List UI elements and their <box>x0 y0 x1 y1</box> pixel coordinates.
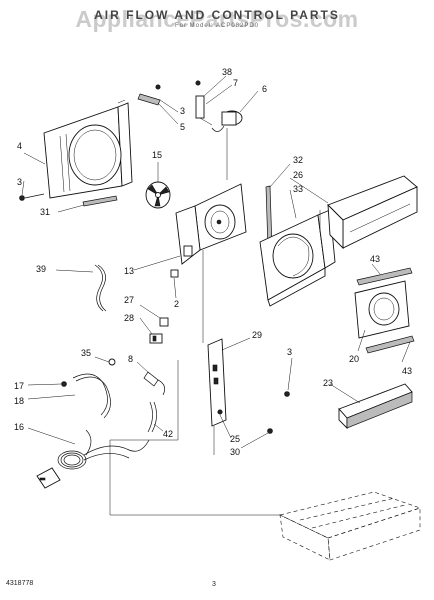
fan-shroud-part[interactable] <box>175 183 247 265</box>
callout-39[interactable]: 39 <box>36 264 46 274</box>
foam-strip-lower-part[interactable] <box>365 335 415 354</box>
callout-7[interactable]: 7 <box>233 78 238 88</box>
base-channel-part[interactable] <box>338 383 413 430</box>
callout-4[interactable]: 4 <box>17 141 22 151</box>
callout-16[interactable]: 16 <box>14 422 24 432</box>
callout-42[interactable]: 42 <box>163 429 173 439</box>
lead-wire-part[interactable] <box>72 373 111 419</box>
clip-35-part[interactable] <box>108 358 116 366</box>
callout-8[interactable]: 8 <box>128 354 133 364</box>
clip-part[interactable] <box>170 269 179 278</box>
screw-part[interactable] <box>19 193 45 201</box>
callout-43-upper[interactable]: 43 <box>370 254 380 264</box>
callout-18[interactable]: 18 <box>14 396 24 406</box>
callout-28[interactable]: 28 <box>124 313 134 323</box>
base-pan-reference <box>279 491 421 561</box>
capacitor-part[interactable] <box>211 110 243 132</box>
callout-2[interactable]: 2 <box>174 299 179 309</box>
callout-25[interactable]: 25 <box>230 434 240 444</box>
callout-5[interactable]: 5 <box>180 122 185 132</box>
callout-30[interactable]: 30 <box>230 447 240 457</box>
control-wiring-part[interactable] <box>147 401 157 433</box>
switch-part[interactable] <box>195 80 213 126</box>
callout-26[interactable]: 26 <box>293 170 303 180</box>
callout-3[interactable]: 3 <box>180 106 185 116</box>
callout-33[interactable]: 33 <box>293 184 303 194</box>
assembly-reference-lines <box>109 99 321 516</box>
screw-30-part[interactable] <box>267 428 273 434</box>
thermistor-part[interactable] <box>143 371 165 396</box>
orifice-panel-part[interactable] <box>354 280 410 339</box>
callout-43-lower[interactable]: 43 <box>402 366 412 376</box>
callout-32[interactable]: 32 <box>293 155 303 165</box>
callout-29[interactable]: 29 <box>252 330 262 340</box>
callout-13[interactable]: 13 <box>124 266 134 276</box>
bracket-part[interactable] <box>137 84 161 106</box>
callout-17[interactable]: 17 <box>14 381 24 391</box>
screw-17-part[interactable] <box>61 381 67 387</box>
diagram-title: AIR FLOW AND CONTROL PARTS <box>94 8 340 22</box>
fan-blade-part[interactable] <box>145 181 171 209</box>
air-discharge-duct-part[interactable] <box>327 175 418 250</box>
callout-35[interactable]: 35 <box>81 348 91 358</box>
front-panel-part[interactable] <box>43 102 133 199</box>
screw-25-part[interactable] <box>217 409 223 415</box>
callout-31[interactable]: 31 <box>40 207 50 217</box>
wire-harness-part[interactable] <box>94 264 107 312</box>
control-bracket-part[interactable] <box>207 338 227 427</box>
callout-23[interactable]: 23 <box>323 378 333 388</box>
blower-housing-part[interactable] <box>259 209 336 307</box>
callout-27[interactable]: 27 <box>124 295 134 305</box>
callout-3-right[interactable]: 3 <box>287 347 292 357</box>
callout-38[interactable]: 38 <box>222 67 232 77</box>
callout-3-left[interactable]: 3 <box>17 177 22 187</box>
diagram-subtitle: For Model: ACP082PD0 <box>174 23 260 29</box>
watermark: AppliancePartsPros.com <box>75 6 359 32</box>
callout-15[interactable]: 15 <box>152 150 162 160</box>
document-number: 4318778 <box>6 580 34 587</box>
filter-strip-part[interactable] <box>82 195 118 207</box>
power-cord-part[interactable] <box>36 429 150 489</box>
screw-3c-part[interactable] <box>284 391 290 397</box>
page-number: 3 <box>212 581 216 588</box>
selector-switch-part[interactable] <box>149 333 163 344</box>
foam-strip-upper-part[interactable] <box>356 267 413 286</box>
callout-labels: 38 7 6 3 5 4 3 31 15 32 26 33 39 13 2 43… <box>14 67 412 457</box>
callout-leader-lines <box>21 75 411 449</box>
callout-6[interactable]: 6 <box>262 84 267 94</box>
callout-20[interactable]: 20 <box>349 354 359 364</box>
thermostat-part[interactable] <box>159 317 169 327</box>
